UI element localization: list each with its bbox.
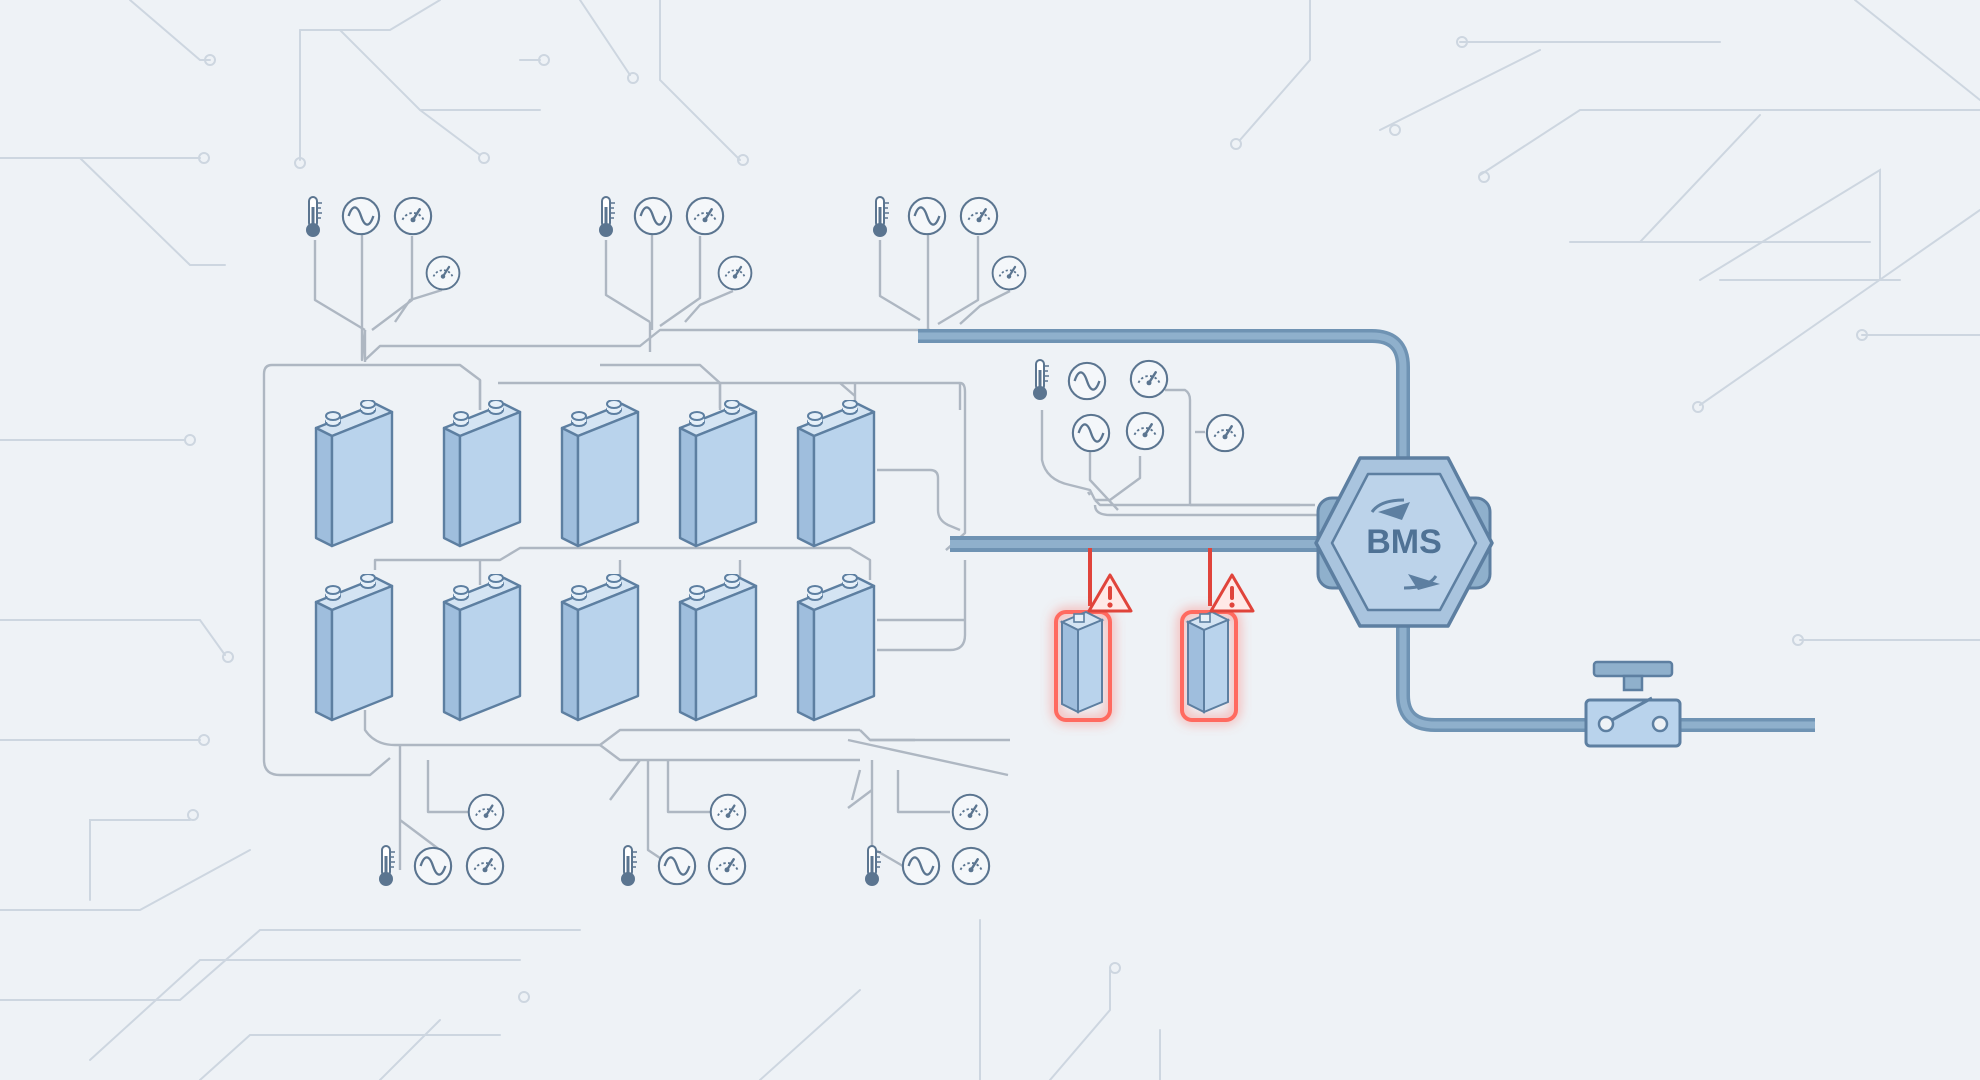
gauge-icon (951, 846, 991, 886)
gauge-icon (467, 793, 505, 831)
waveform-icon (907, 196, 947, 236)
gauge-icon (393, 196, 433, 236)
warning-icon (1209, 573, 1255, 613)
battery-cell-bottom-1 (314, 574, 394, 722)
battery-cell-top-2 (442, 400, 522, 548)
gauge-icon (1129, 359, 1169, 399)
waveform-icon (633, 196, 673, 236)
waveform-icon (657, 846, 697, 886)
battery-cell-bottom-4 (678, 574, 758, 722)
gauge-icon (717, 255, 753, 291)
gauge-icon (959, 196, 999, 236)
gauge-icon (1125, 411, 1165, 451)
battery-cell-top-4 (678, 400, 758, 548)
battery-cell-bottom-2 (442, 574, 522, 722)
thermometer-icon (598, 196, 616, 238)
gauge-icon (951, 793, 989, 831)
battery-cell-bottom-5 (796, 574, 876, 722)
gauge-icon (425, 255, 461, 291)
gauge-icon (685, 196, 725, 236)
bms-controller-icon: BMS (1314, 456, 1494, 628)
waveform-icon (341, 196, 381, 236)
gauge-icon (709, 793, 747, 831)
main-bus-lines (918, 329, 1815, 732)
waveform-icon (901, 846, 941, 886)
battery-cell-top-1 (314, 400, 394, 548)
thermometer-icon (864, 845, 882, 887)
waveform-icon (1071, 413, 1111, 453)
warning-icon (1087, 573, 1133, 613)
thermometer-icon (305, 196, 323, 238)
thermometer-icon (1032, 359, 1050, 401)
waveform-icon (1067, 361, 1107, 401)
thermometer-icon (620, 845, 638, 887)
gauge-icon (1205, 413, 1245, 453)
faulty-cell-2 (1180, 548, 1255, 722)
battery-cell-top-5 (796, 400, 876, 548)
battery-cell-top-3 (560, 400, 640, 548)
battery-cell-bottom-3 (560, 574, 640, 722)
bms-label: BMS (1366, 523, 1442, 561)
waveform-icon (413, 846, 453, 886)
disconnect-switch-icon (1584, 660, 1682, 748)
faulty-cell-1 (1054, 548, 1133, 722)
thermometer-icon (872, 196, 890, 238)
gauge-icon (465, 846, 505, 886)
gauge-icon (991, 255, 1027, 291)
gauge-icon (707, 846, 747, 886)
thermometer-icon (378, 845, 396, 887)
